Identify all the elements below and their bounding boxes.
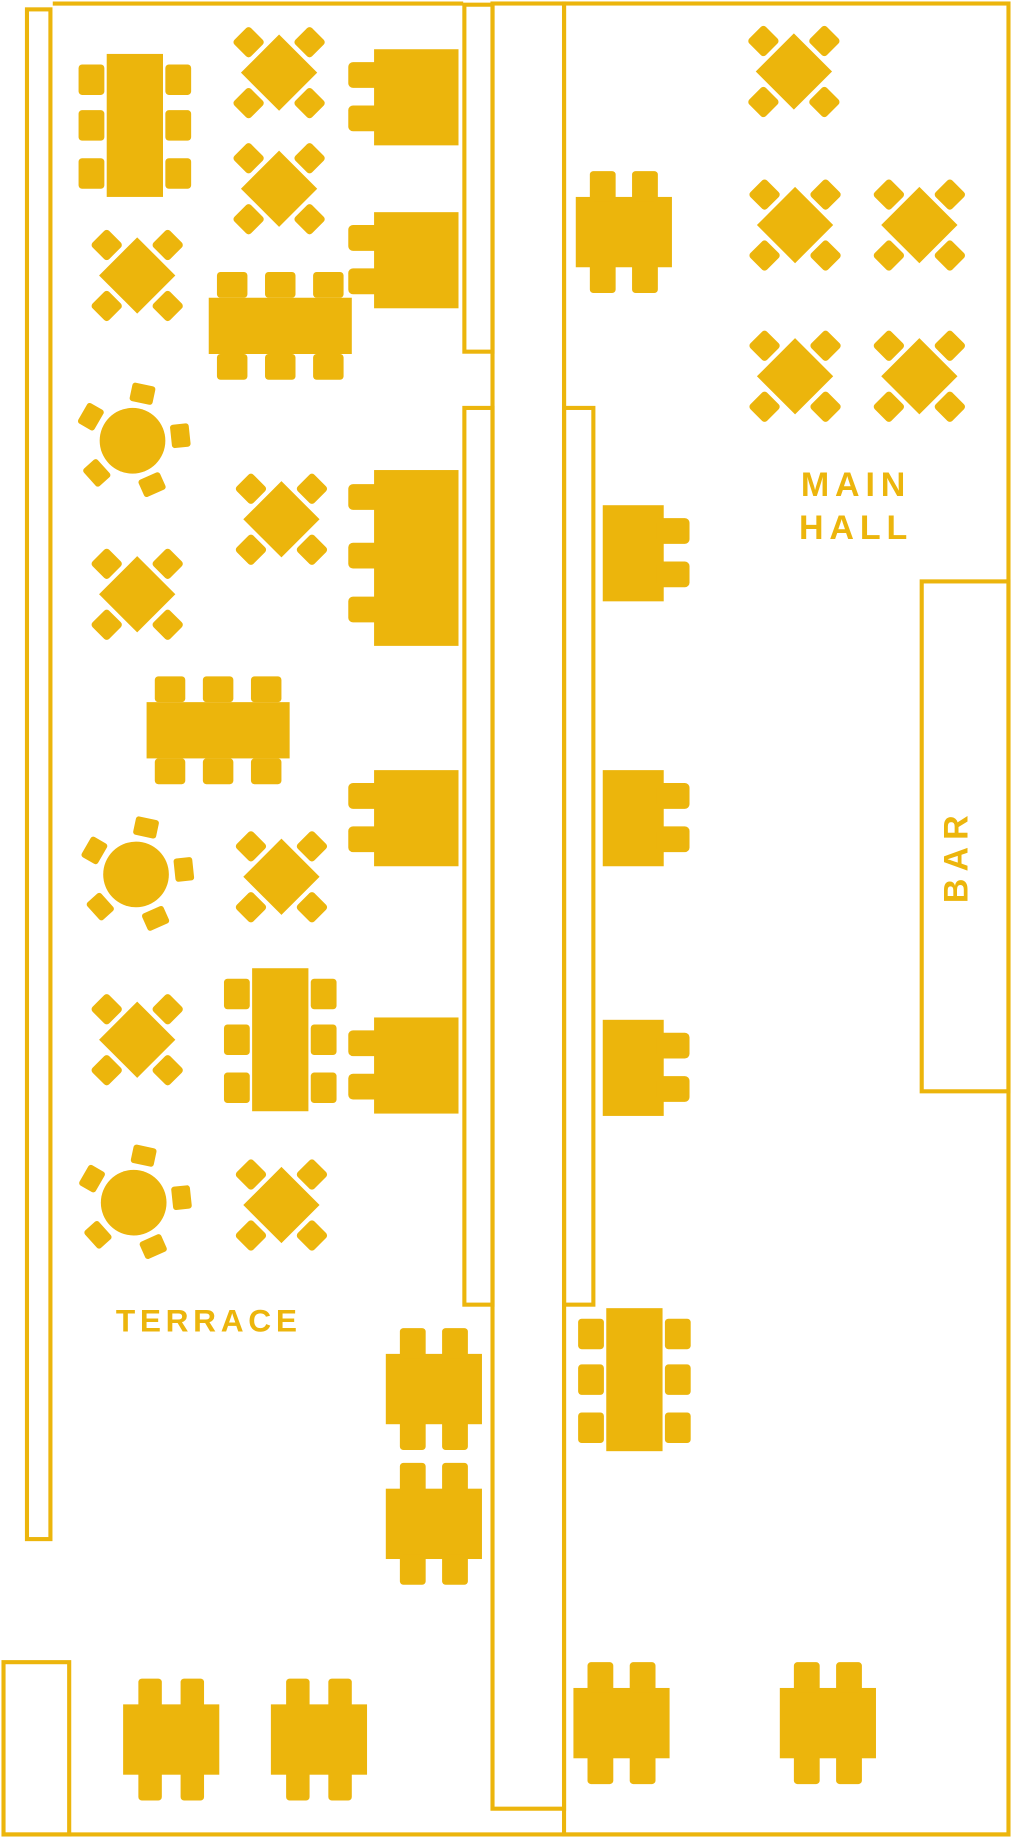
table-square-four-seat[interactable] — [747, 178, 843, 273]
terrace-edge-planter — [24, 7, 53, 1542]
table-round-five-seat[interactable] — [78, 1144, 193, 1260]
table-booth-two-seat[interactable] — [348, 770, 459, 867]
table-square-four-seat[interactable] — [90, 992, 185, 1087]
table-booth-two-seat[interactable] — [348, 212, 459, 309]
table-four-seat[interactable] — [779, 1662, 876, 1785]
table-square-four-seat[interactable] — [746, 24, 841, 119]
table-square-four-seat[interactable] — [90, 228, 185, 323]
table-square-four-seat[interactable] — [232, 141, 327, 236]
table-four-seat[interactable] — [385, 1328, 482, 1451]
table-square-four-seat[interactable] — [872, 329, 967, 424]
table-booth-two-seat[interactable] — [348, 49, 459, 146]
table-booth-two-seat[interactable] — [602, 770, 690, 867]
table-four-seat[interactable] — [575, 171, 672, 294]
main-hall-planter — [561, 405, 596, 1307]
main-hall-label-line2: HALL — [799, 509, 913, 547]
table-booth-three-seat[interactable] — [348, 470, 459, 646]
table-square-four-seat[interactable] — [747, 329, 843, 424]
planter-lower — [462, 405, 495, 1307]
terrace-tables — [76, 25, 482, 1801]
table-four-seat[interactable] — [123, 1678, 220, 1801]
table-booth-two-seat[interactable] — [602, 505, 690, 602]
table-round-five-seat[interactable] — [76, 382, 191, 498]
bar-label: BAR — [937, 808, 975, 903]
table-six-seat[interactable] — [146, 676, 290, 785]
table-four-seat[interactable] — [573, 1662, 670, 1785]
table-round-five-seat[interactable] — [80, 815, 195, 932]
table-four-seat[interactable] — [270, 1678, 368, 1801]
table-six-seat[interactable] — [78, 53, 192, 197]
table-six-seat[interactable] — [208, 271, 352, 380]
central-corridor — [490, 1, 567, 1811]
table-six-seat[interactable] — [578, 1308, 691, 1452]
table-square-four-seat[interactable] — [232, 25, 327, 120]
table-square-four-seat[interactable] — [234, 829, 329, 924]
table-booth-two-seat[interactable] — [602, 1019, 690, 1116]
table-square-four-seat[interactable] — [90, 547, 185, 642]
main-hall-tables — [573, 24, 967, 1785]
table-booth-two-seat[interactable] — [348, 1017, 459, 1114]
main-hall-outline — [561, 1, 1011, 1837]
entrance-box — [1, 1660, 72, 1837]
table-four-seat[interactable] — [385, 1462, 482, 1585]
table-six-seat[interactable] — [223, 968, 337, 1112]
table-square-four-seat[interactable] — [872, 178, 967, 273]
main-hall-label-line1: MAIN — [801, 466, 911, 504]
bar-counter — [919, 579, 1011, 1094]
table-square-four-seat[interactable] — [234, 472, 329, 567]
terrace-label: TERRACE — [116, 1303, 302, 1339]
planter-upper — [462, 2, 495, 354]
table-square-four-seat[interactable] — [234, 1157, 329, 1253]
